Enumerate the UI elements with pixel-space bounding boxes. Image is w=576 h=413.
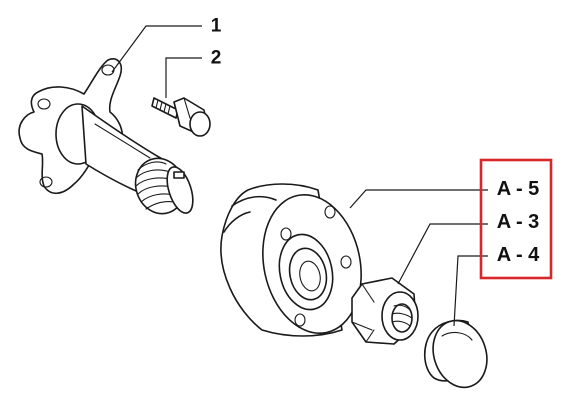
- stub-axle-part: [18, 58, 194, 215]
- code-a5: A - 5: [497, 178, 540, 200]
- callout-1: 1: [211, 16, 222, 37]
- code-a4: A - 4: [497, 244, 540, 266]
- highlight-box: [479, 158, 553, 280]
- code-a3: A - 3: [497, 211, 540, 233]
- callout-2: 2: [211, 48, 222, 69]
- leader-lines: [111, 25, 488, 327]
- dust-cap-part: [423, 319, 488, 389]
- wheel-hub-part: [220, 183, 362, 337]
- bolt-part: [151, 97, 211, 137]
- hex-nut-part: [351, 277, 419, 345]
